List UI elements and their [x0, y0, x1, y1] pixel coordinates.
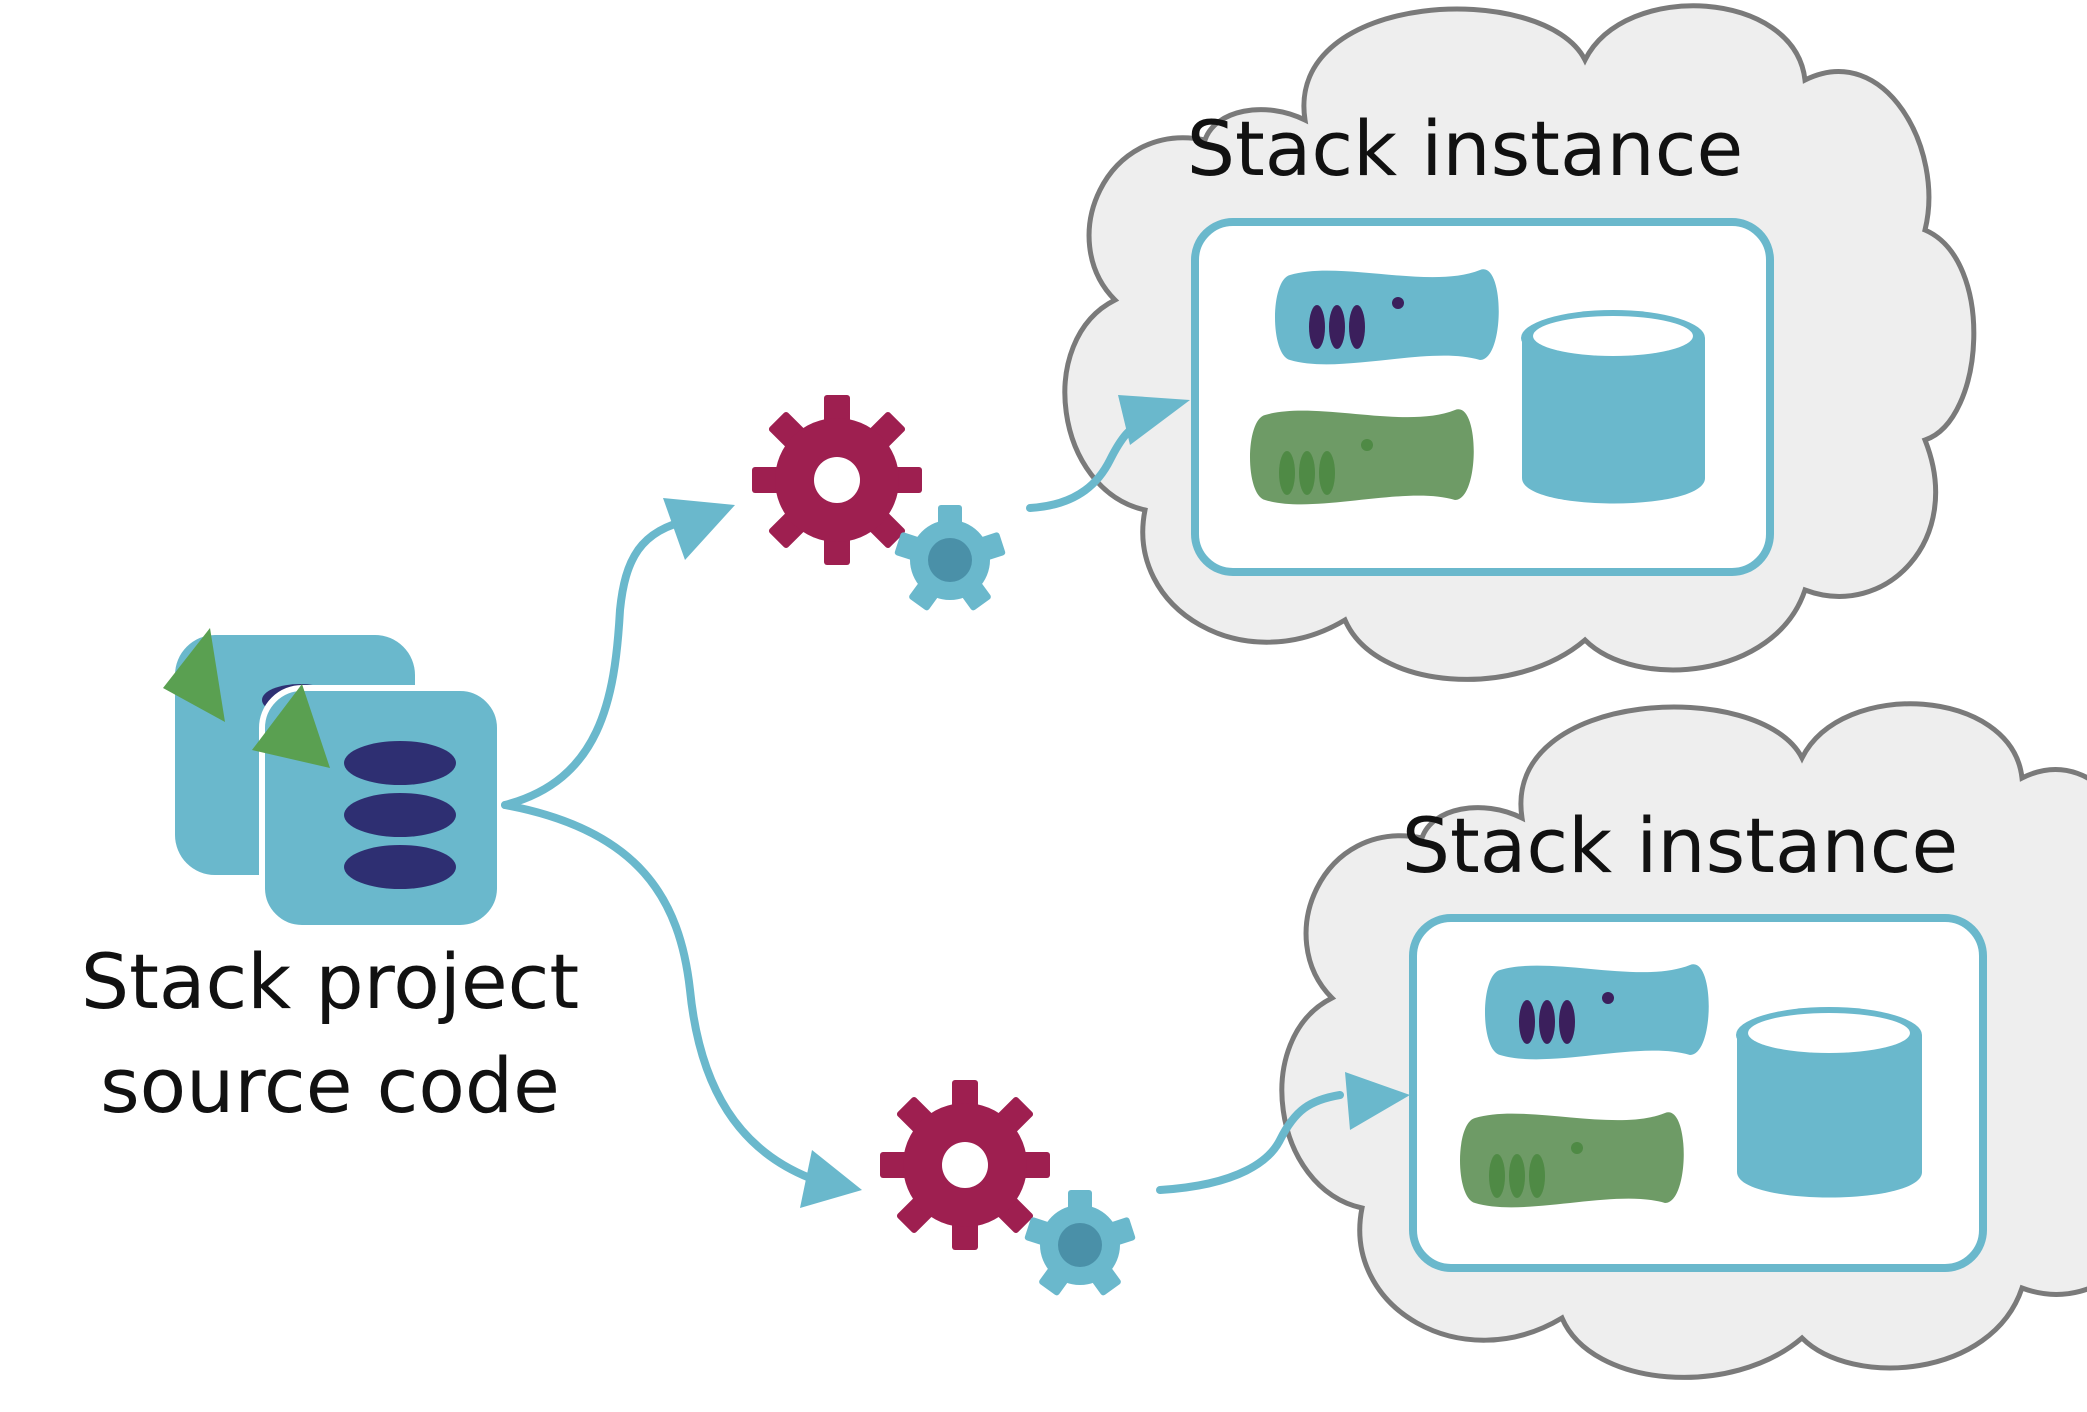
arrow-to-bottom-gears — [501, 801, 814, 1182]
server-icon — [1250, 409, 1474, 505]
instance-label-top: Stack instance — [1187, 104, 1744, 193]
database-icon — [1736, 1007, 1922, 1198]
server-icon — [1275, 269, 1499, 365]
source-label-line2: source code — [100, 1041, 560, 1130]
arrow-to-top-gears — [501, 516, 694, 809]
gears-icon — [752, 395, 1007, 612]
arrow-to-bottom-instance — [1156, 1091, 1344, 1194]
server-icon — [1460, 1112, 1684, 1208]
instance-label-bottom: Stack instance — [1402, 801, 1959, 890]
gears-icon — [880, 1080, 1137, 1297]
source-label-line1: Stack project — [81, 937, 579, 1026]
arrowhead-bottom-gears — [800, 1150, 862, 1208]
stack-project-files-icon — [163, 628, 503, 931]
database-icon — [1521, 310, 1705, 504]
server-icon — [1485, 964, 1709, 1060]
arrowhead-top-gears — [663, 498, 735, 560]
arrowhead-bottom-instance — [1345, 1072, 1410, 1130]
arrowhead-top-instance — [1118, 395, 1190, 445]
